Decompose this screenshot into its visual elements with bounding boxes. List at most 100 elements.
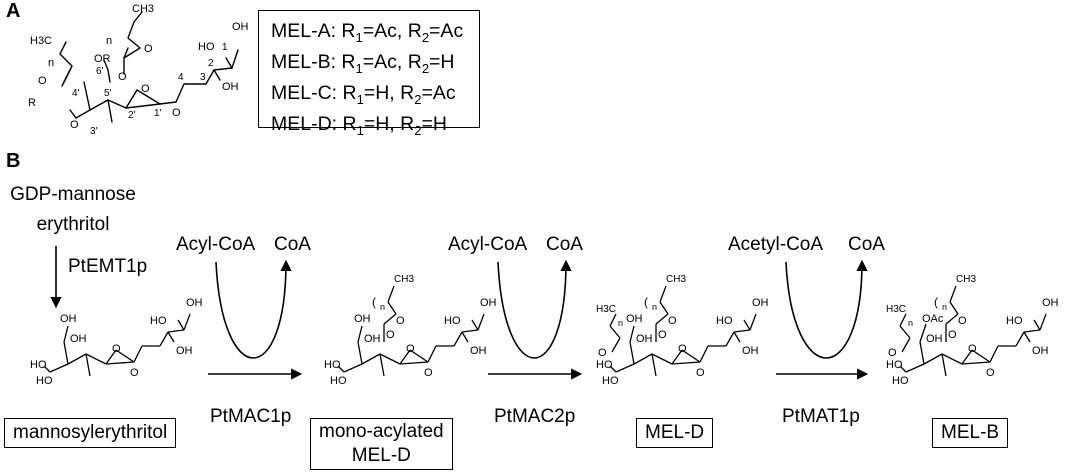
svg-text:1: 1 — [222, 42, 228, 53]
svg-text:OH: OH — [752, 297, 769, 309]
svg-text:1': 1' — [154, 108, 162, 119]
svg-text:OH: OH — [60, 313, 77, 325]
cosubstrate-in-2: Acyl-CoA — [448, 234, 528, 255]
svg-text:HO: HO — [30, 359, 47, 371]
svg-text:CH3: CH3 — [394, 274, 414, 285]
compound-label-mel-d: MEL-D — [636, 418, 714, 448]
svg-text:CH3: CH3 — [956, 274, 976, 285]
svg-text:O: O — [130, 367, 139, 379]
compound-label-mannosylerythritol: mannosylerythritol — [4, 418, 177, 448]
enzyme-ptemt1p: PtEMT1p — [68, 256, 148, 277]
svg-text:OH: OH — [470, 345, 487, 357]
svg-text:HO: HO — [330, 375, 347, 387]
svg-text:O: O — [112, 343, 121, 355]
svg-text:CH3: CH3 — [666, 274, 686, 285]
svg-text:n: n — [942, 302, 947, 312]
svg-text:OH: OH — [176, 345, 193, 357]
h3c-label: H3C — [30, 35, 52, 47]
cosubstrate-out-3: CoA — [848, 234, 885, 255]
ring-o-left: O — [70, 119, 79, 131]
molecule-mannosylerythritol: HO HO OO HO OH OH OH OH — [30, 297, 203, 387]
n-label-left: n — [48, 57, 54, 69]
legend-row-mel-a: MEL-A: R1=Ac, R2=Ac — [271, 20, 464, 45]
svg-text:O: O — [678, 343, 687, 355]
svg-text:4': 4' — [72, 88, 80, 99]
cosubstrate-out-1: CoA — [274, 234, 311, 255]
cosubstrate-in-1: Acyl-CoA — [176, 234, 256, 255]
svg-text:O: O — [888, 347, 897, 359]
svg-text:OH: OH — [70, 333, 87, 345]
ho-label: HO — [198, 41, 215, 53]
n-label-top: n — [106, 35, 112, 47]
enzyme-ptmac2p: PtMAC2p — [494, 406, 576, 427]
svg-text:HO: HO — [444, 315, 461, 327]
svg-text:(: ( — [372, 295, 376, 309]
svg-text:HO: HO — [596, 359, 613, 371]
oh-bottom-label: OH — [222, 81, 239, 93]
or1-label: OR — [94, 53, 111, 65]
svg-text:2: 2 — [208, 58, 214, 69]
svg-text:(: ( — [644, 295, 648, 309]
cosubstrate-curve-1 — [215, 259, 292, 359]
svg-text:HO: HO — [36, 375, 53, 387]
svg-text:OH: OH — [186, 297, 203, 309]
svg-text:OH: OH — [354, 313, 371, 325]
svg-text:O: O — [668, 315, 677, 327]
svg-text:OH: OH — [636, 333, 653, 345]
svg-text:OH: OH — [1032, 345, 1049, 357]
substrate-gdp-mannose: GDP-mannose — [10, 184, 136, 205]
oh-top-label: OH — [232, 21, 249, 33]
r2-label: R — [28, 97, 36, 109]
svg-text:O: O — [986, 367, 995, 379]
svg-text:(: ( — [934, 295, 938, 309]
svg-text:HO: HO — [602, 375, 619, 387]
svg-text:HO: HO — [886, 359, 903, 371]
svg-text:OH: OH — [626, 313, 643, 325]
start-substrates: GDP-mannose erythritol — [4, 180, 142, 240]
svg-text:O: O — [958, 315, 967, 327]
svg-text:n: n — [652, 302, 657, 312]
svg-text:OH: OH — [480, 297, 497, 309]
cosubstrate-in-3: Acetyl-CoA — [728, 234, 824, 255]
svg-text:5': 5' — [104, 88, 112, 99]
ring-o-right: O — [141, 83, 150, 95]
svg-text:2': 2' — [128, 110, 136, 121]
svg-text:O: O — [948, 329, 957, 341]
panel-a-label: A — [6, 0, 21, 22]
svg-text:HO: HO — [324, 359, 341, 371]
svg-text:O: O — [696, 367, 705, 379]
svg-text:HO: HO — [716, 315, 733, 327]
svg-text:n: n — [618, 318, 623, 328]
svg-text:HO: HO — [1006, 315, 1023, 327]
svg-text:6': 6' — [96, 66, 104, 77]
svg-text:n: n — [908, 318, 913, 328]
cosubstrate-curve-2 — [497, 259, 572, 359]
ch3-label: CH3 — [132, 3, 154, 15]
svg-text:4: 4 — [178, 72, 184, 83]
legend-row-mel-d: MEL-D: R1=H, R2=H — [271, 112, 447, 138]
svg-text:HO: HO — [150, 315, 167, 327]
cosubstrate-curve-3 — [785, 259, 868, 359]
svg-text:O: O — [598, 347, 607, 359]
substrate-erythritol: erythritol — [36, 214, 110, 235]
svg-text:OAc: OAc — [922, 313, 944, 325]
enzyme-ptmac1p: PtMAC1p — [210, 406, 292, 427]
panel-b-label: B — [6, 150, 21, 172]
mel-structure-drawing: CH3 H3C n n O O O OR R O O O HO OH OH 1 … — [28, 3, 249, 137]
svg-text:n: n — [380, 302, 385, 312]
ester-o-label: O — [118, 71, 127, 83]
svg-text:O: O — [396, 315, 405, 327]
compound-label-mono-acylated-mel-d: mono-acylated MEL-D — [310, 418, 453, 470]
legend-row-mel-c: MEL-C: R1=H, R2=Ac — [271, 81, 456, 107]
svg-text:H3C: H3C — [596, 304, 616, 315]
svg-text:OH: OH — [742, 345, 759, 357]
svg-text:O: O — [406, 343, 415, 355]
ketone-o-label: O — [38, 75, 47, 87]
svg-text:HO: HO — [892, 375, 909, 387]
svg-text:H3C: H3C — [886, 304, 906, 315]
